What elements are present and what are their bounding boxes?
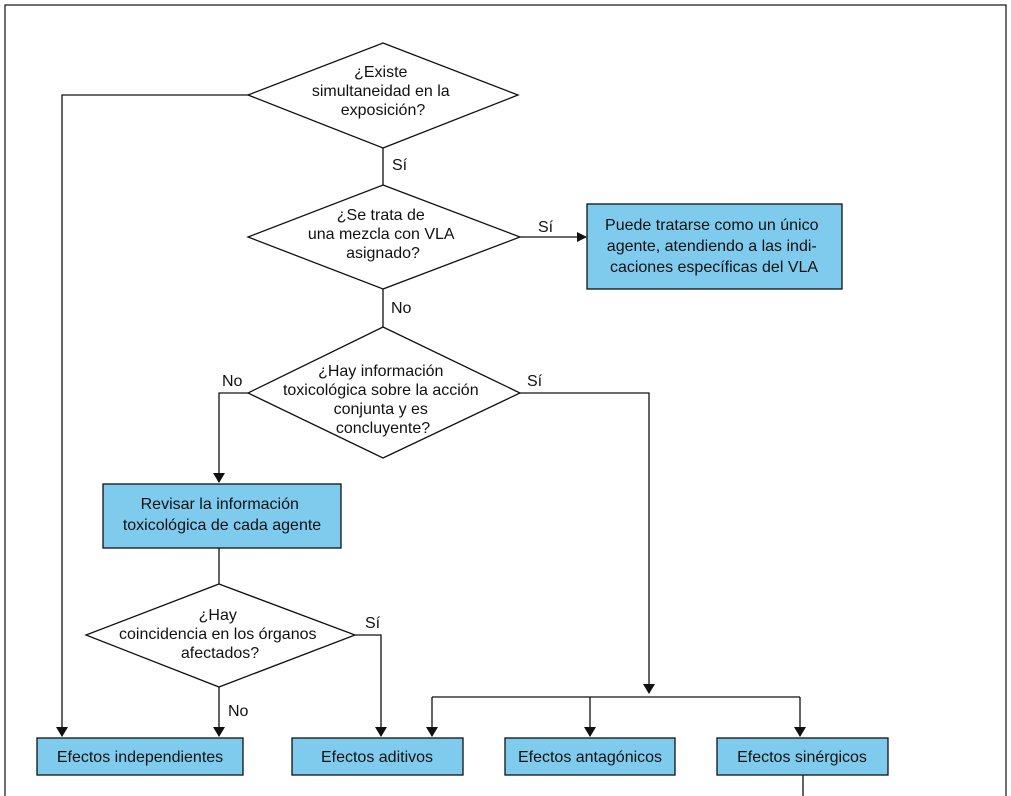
page-frame <box>4 4 1007 796</box>
decision-tox-info: ¿Hay información toxicológica sobre la a… <box>246 326 522 459</box>
decision-simultaneity: ¿Existe simultaneidad en la exposición? <box>246 42 520 149</box>
decision-organs: ¿Hay coincidencia en los órganos afectad… <box>84 583 357 688</box>
label-mixture-no: No <box>391 300 412 317</box>
label-organs-no: No <box>228 703 249 720</box>
label-simultaneity-yes: Sí <box>392 157 408 174</box>
svg-text:¿Hay coincidencia en los: ¿Hay coincidencia en los órganos afectad… <box>119 607 321 662</box>
connectors <box>56 94 806 796</box>
label-organs-yes: Sí <box>365 615 381 632</box>
svg-text:¿Se trata de una mezcla: ¿Se trata de una mezcla con VLA asignado… <box>308 207 458 262</box>
svg-text:¿Existe simultaneidad en: ¿Existe simultaneidad en la exposición? <box>312 64 454 119</box>
edge-organs-yes <box>355 634 387 737</box>
decision-mixture-vla: ¿Se trata de una mezcla con VLA asignado… <box>246 184 522 290</box>
svg-text:Efectos antagónicos: Efectos antagónicos <box>518 749 662 766</box>
box-independent-effects: Efectos independientes <box>36 737 244 776</box>
box-synergistic-effects: Efectos sinérgicos <box>716 737 889 776</box>
label-mixture-yes: Sí <box>538 219 554 236</box>
box-review-tox: Revisar la información toxicológica de c… <box>102 483 342 549</box>
label-tox-yes: Sí <box>527 373 543 390</box>
edge-tox-yes <box>520 392 655 694</box>
svg-text:Revisar la información t: Revisar la información toxicológica de c… <box>123 496 321 534</box>
edge-tox-no <box>213 392 248 483</box>
svg-text:Puede tratarse como un único: Puede tratarse como un único agente, ate… <box>605 217 823 276</box>
svg-text:¿Hay información toxicol: ¿Hay información toxicológica sobre la a… <box>283 363 483 437</box>
svg-text:Efectos sinérgicos: Efectos sinérgicos <box>737 749 867 766</box>
svg-text:Efectos independientes: Efectos independientes <box>57 749 223 766</box>
edge-simultaneity-no <box>56 94 248 737</box>
box-additive-effects: Efectos aditivos <box>291 737 464 776</box>
svg-text:Efectos aditivos: Efectos aditivos <box>321 749 433 766</box>
box-single-agent: Puede tratarse como un único agente, ate… <box>586 203 843 290</box>
box-antagonistic-effects: Efectos antagónicos <box>504 737 676 776</box>
label-tox-no: No <box>222 373 243 390</box>
